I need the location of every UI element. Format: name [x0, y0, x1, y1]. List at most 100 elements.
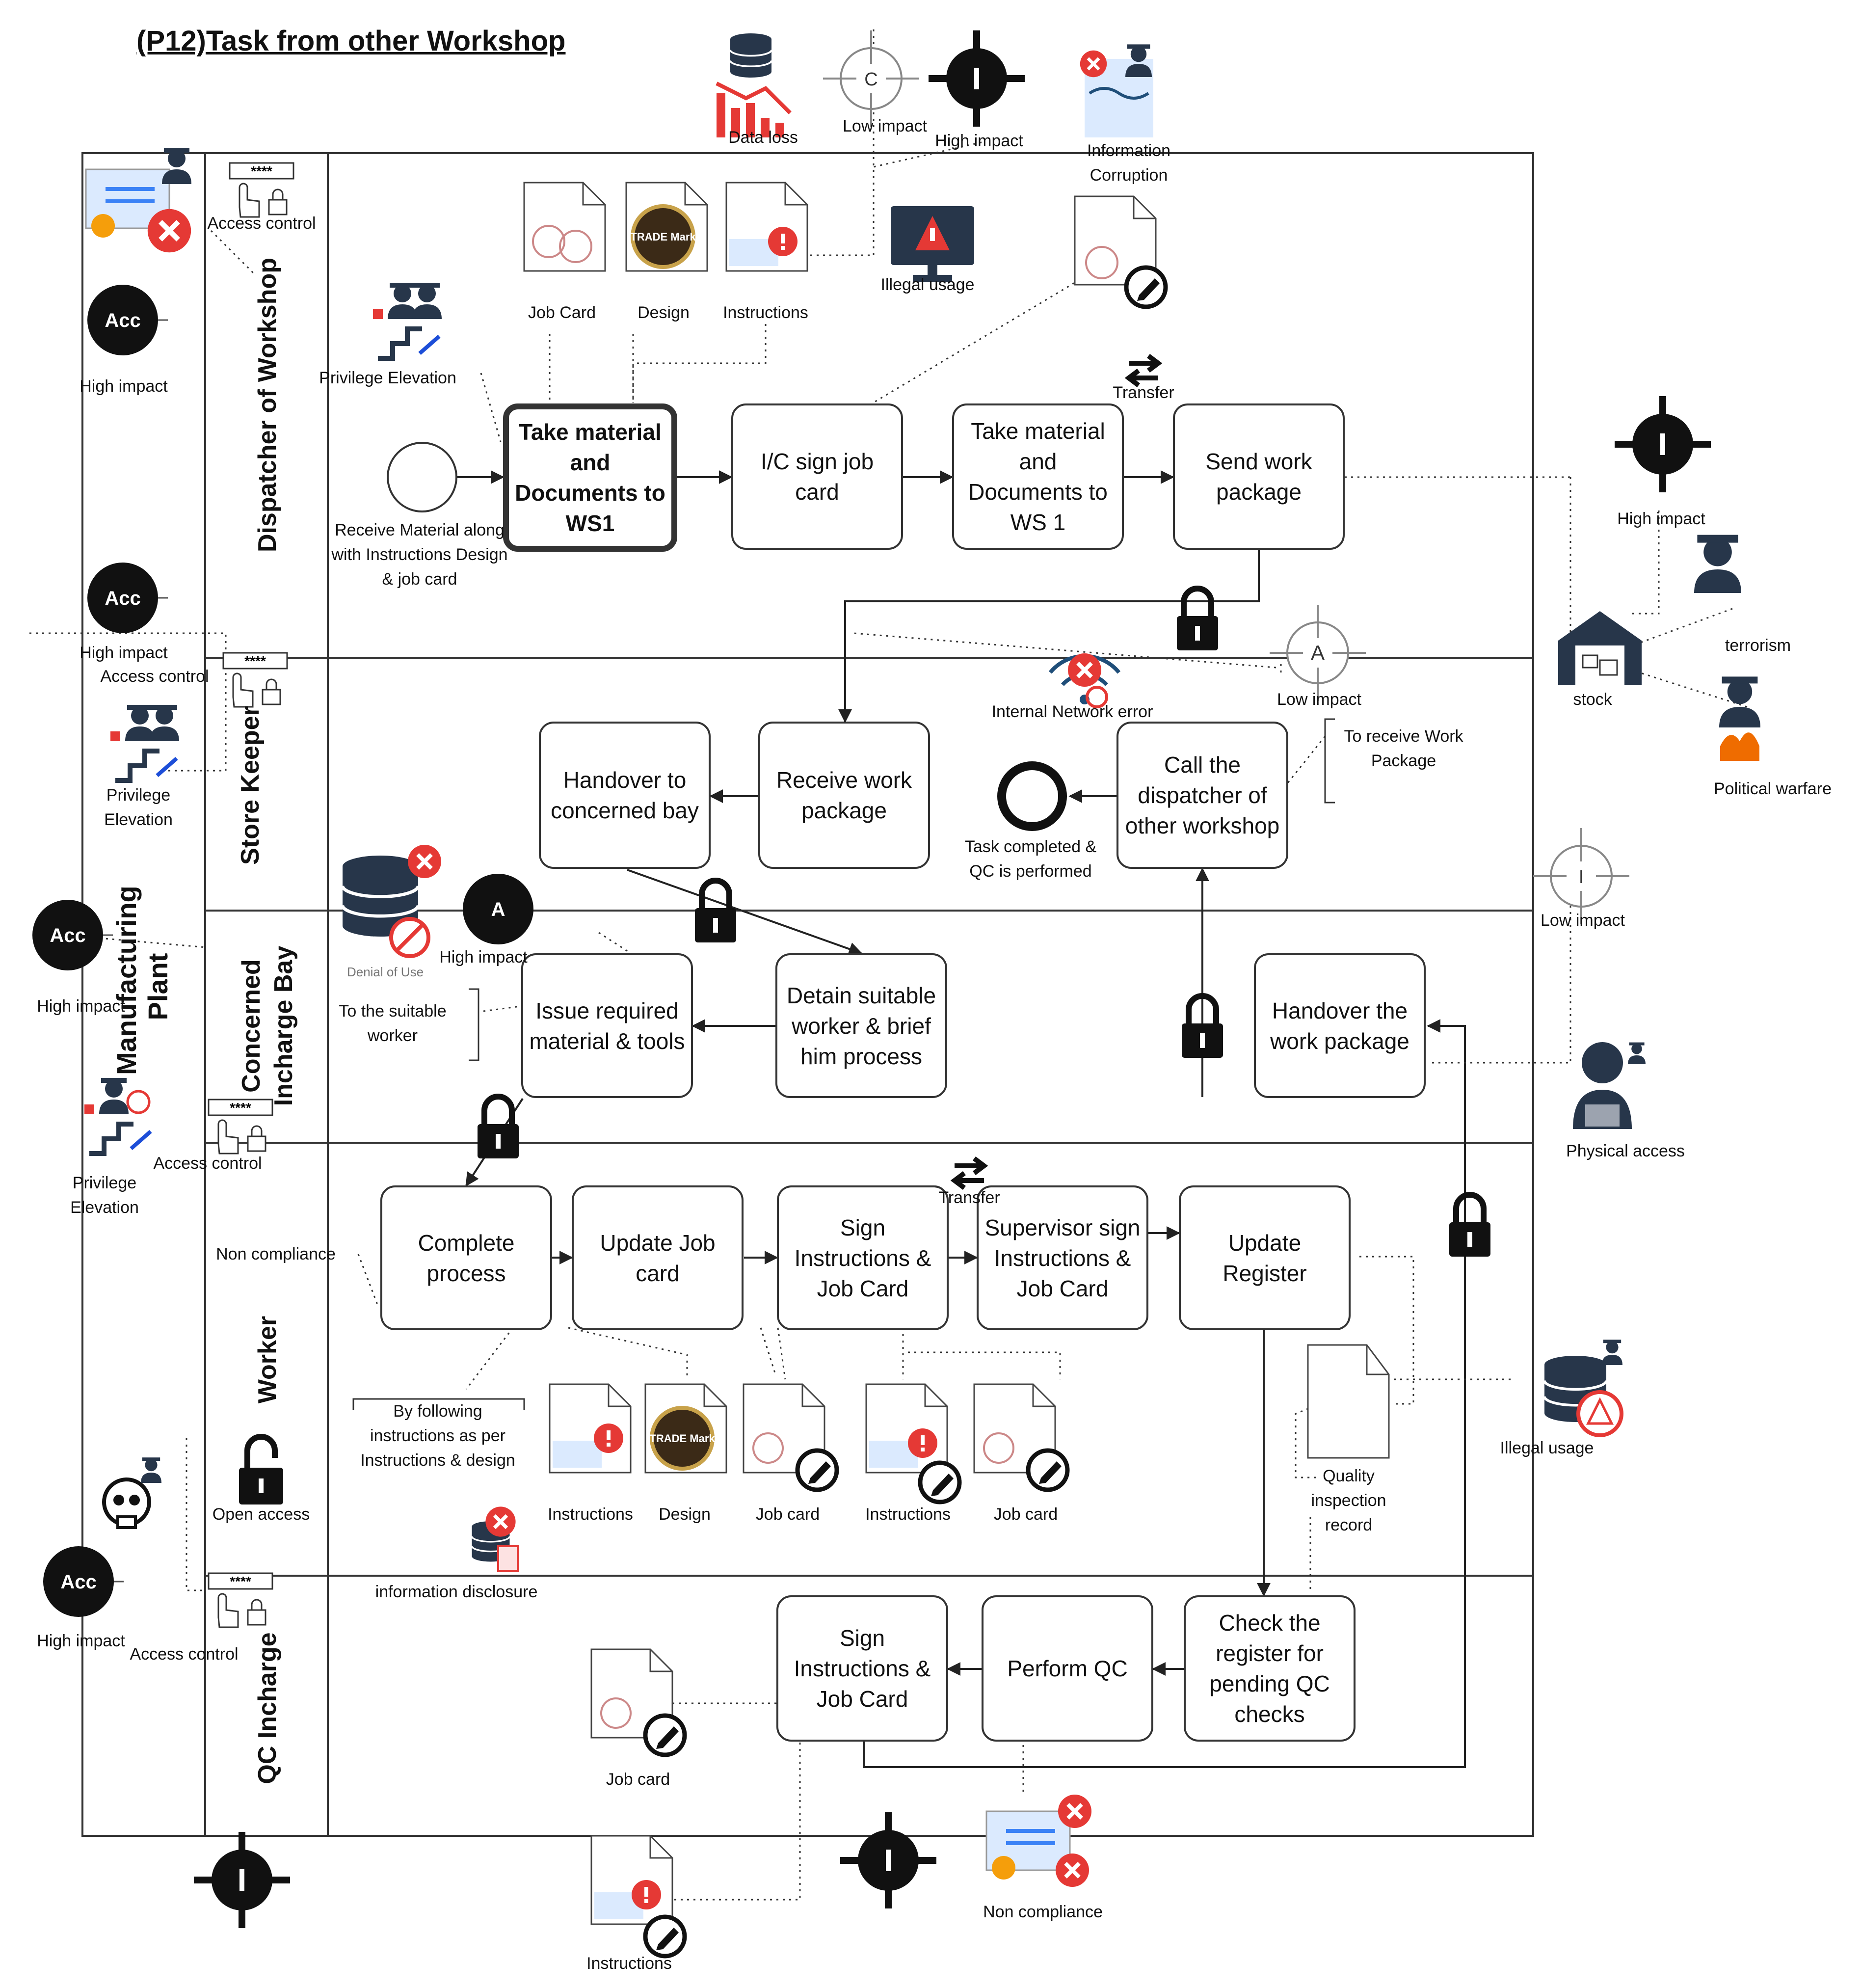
privilege-elevation-icon — [373, 283, 442, 361]
label-high-impact: High impact — [80, 377, 168, 396]
annotation-to-receive: To receive Work Package — [1344, 727, 1463, 770]
svg-text:****: **** — [230, 1100, 251, 1115]
svg-text:****: **** — [230, 1574, 251, 1589]
label-open-access: Open access — [212, 1505, 310, 1524]
quality-inspection-record-icon — [1307, 1344, 1390, 1459]
instructions-document-icon — [865, 1383, 959, 1502]
label-transfer: Transfer — [938, 1188, 1000, 1207]
svg-text:Acc: Acc — [60, 1571, 96, 1593]
svg-text:****: **** — [244, 653, 266, 669]
physical-access-hacker-icon — [1573, 1042, 1646, 1129]
task-sign-instructions-worker[interactable]: Sign Instructions & Job Card — [777, 1185, 949, 1330]
stock-warehouse-icon — [1558, 611, 1642, 685]
label-instructions: Instructions — [723, 303, 808, 322]
annotation-bracket — [1324, 718, 1335, 804]
label-high-impact: High impact — [935, 132, 1023, 150]
chart-loss-icon — [716, 81, 792, 137]
end-event — [997, 761, 1067, 831]
label-physical-access: Physical access — [1566, 1142, 1685, 1160]
svg-text:Acc: Acc — [105, 588, 140, 609]
annotation-bracket — [352, 1398, 525, 1410]
task-handover-concerned-bay[interactable]: Handover to concerned bay — [539, 722, 711, 869]
label-low-impact: Low impact — [843, 117, 927, 135]
acc-symbol: Acc — [42, 1545, 125, 1618]
task-check-register[interactable]: Check the register for pending QC checks — [1184, 1595, 1356, 1742]
label-access-control: Access control — [130, 1645, 239, 1664]
task-issue-material-tools[interactable]: Issue required material & tools — [521, 953, 693, 1098]
acc-symbol: Acc — [86, 284, 169, 356]
lane-dispatcher-label: Dispatcher of Workshop — [253, 257, 282, 553]
label-design: Design — [638, 303, 690, 322]
access-control-icon: **** — [208, 1099, 273, 1155]
instructions-document-icon — [725, 182, 808, 272]
label-privilege-elevation: Privilege Elevation — [104, 786, 173, 829]
illegal-usage-database-icon — [1544, 1340, 1623, 1437]
label-low-impact: Low impact — [1541, 911, 1625, 930]
label-denial-of-use: Denial of Use — [346, 965, 424, 979]
task-handover-work-package[interactable]: Handover the work package — [1254, 953, 1426, 1098]
annotation-to-suitable: To the suitable worker — [339, 1002, 447, 1045]
high-impact-target-icon — [194, 1832, 290, 1928]
task-sign-instructions-qc[interactable]: Sign Instructions & Job Card — [776, 1595, 948, 1742]
access-control-icon: **** — [208, 1572, 273, 1628]
label-data-loss: Data loss — [728, 128, 798, 147]
label-job-card: Job Card — [528, 303, 596, 322]
label-high-impact: High impact — [37, 1632, 125, 1650]
high-impact-target-icon — [929, 30, 1025, 127]
design-document-icon: TRADE Mark — [625, 182, 708, 272]
label-privilege-elevation: Privilege Elevation — [319, 369, 456, 387]
svg-text:I: I — [1579, 867, 1584, 887]
information-disclosure-icon — [471, 1506, 519, 1572]
task-update-register[interactable]: Update Register — [1179, 1185, 1351, 1330]
terrorism-icon — [1694, 535, 1741, 593]
certificate-revoked-icon — [985, 1795, 1091, 1887]
svg-text:A: A — [1311, 641, 1325, 664]
task-perform-qc[interactable]: Perform QC — [982, 1595, 1153, 1742]
low-impact-target-icon: C — [822, 29, 920, 128]
svg-text:C: C — [864, 69, 877, 90]
task-take-material-ws1[interactable]: Take material and Documents to WS1 — [503, 403, 677, 552]
transfer-icon — [1124, 354, 1163, 387]
label-access-control: Access control — [100, 667, 209, 686]
lock-icon — [478, 1097, 519, 1158]
svg-text:A: A — [491, 899, 505, 920]
task-supervisor-sign[interactable]: Supervisor sign Instructions & Job Card — [977, 1185, 1148, 1330]
label-high-impact: High impact — [80, 644, 168, 662]
svg-text:TRADE Mark: TRADE Mark — [630, 231, 696, 243]
task-take-material-ws1-b[interactable]: Take material and Documents to WS 1 — [952, 403, 1124, 550]
label-high-impact: High impact — [1617, 510, 1705, 528]
information-corruption-icon — [1080, 44, 1153, 137]
association-lines — [29, 29, 1748, 1901]
lane-worker-label: Worker — [253, 1316, 282, 1404]
privilege-elevation-icon — [84, 1078, 152, 1156]
label-quality-inspection-record: Quality inspection record — [1311, 1467, 1386, 1534]
certificate-revoked-icon — [85, 148, 191, 252]
lane-concerned-incharge-label: Concerned Incharge Bay — [237, 945, 298, 1106]
label-information-disclosure: information disclosure — [375, 1583, 538, 1601]
task-call-dispatcher[interactable]: Call the dispatcher of other workshop — [1117, 722, 1288, 869]
label-job-card: Job card — [755, 1505, 820, 1524]
end-event-label: Task completed & QC is performed — [964, 837, 1097, 881]
illegal-usage-monitor-icon — [891, 206, 974, 282]
lock-icon — [695, 881, 736, 942]
label-high-impact: High impact — [439, 948, 528, 967]
task-complete-process[interactable]: Complete process — [380, 1185, 552, 1330]
access-control-icon: **** — [229, 162, 294, 218]
label-low-impact: Low impact — [1277, 690, 1361, 709]
task-detain-worker[interactable]: Detain suitable worker & brief him proce… — [775, 953, 947, 1098]
start-event — [387, 442, 457, 512]
task-update-job-card[interactable]: Update Job card — [572, 1185, 744, 1330]
svg-text:Acc: Acc — [105, 310, 140, 331]
task-send-work-package[interactable]: Send work package — [1173, 403, 1345, 550]
task-receive-work-package[interactable]: Receive work package — [758, 722, 930, 869]
label-non-compliance: Non compliance — [216, 1245, 336, 1263]
label-terrorism: terrorism — [1725, 636, 1791, 655]
instructions-document-icon — [549, 1383, 632, 1474]
label-access-control: Access control — [153, 1154, 262, 1173]
label-job-card: Job card — [606, 1770, 670, 1789]
acc-symbol: Acc — [31, 899, 114, 971]
acc-symbol: Acc — [86, 562, 169, 634]
label-illegal-usage: Illegal usage — [880, 275, 975, 294]
task-ic-sign-job-card[interactable]: I/C sign job card — [731, 403, 903, 550]
